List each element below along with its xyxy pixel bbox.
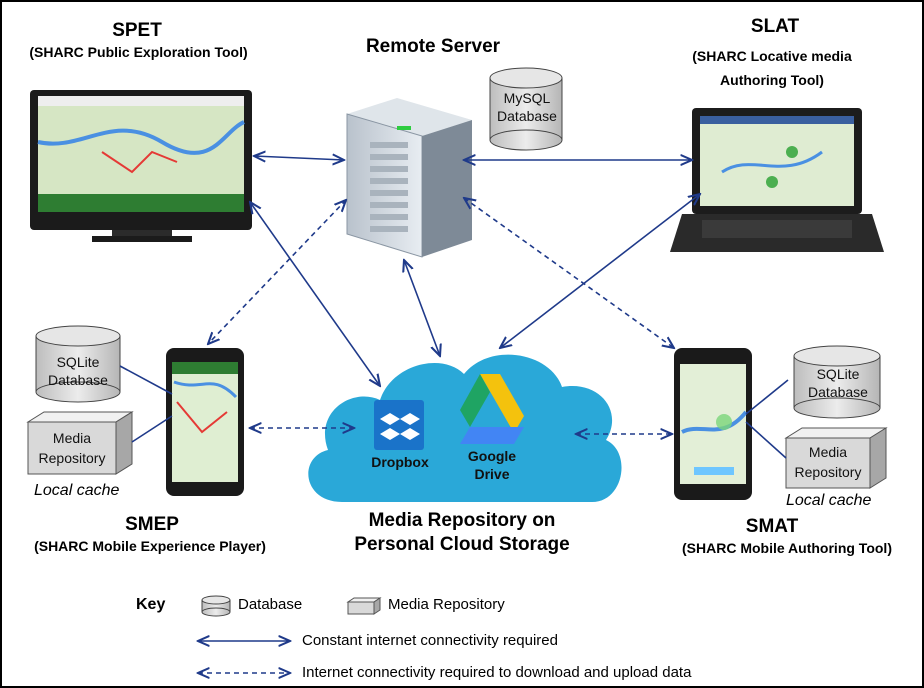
dashed-connectors — [208, 198, 674, 434]
spet-title: SPET — [112, 20, 162, 41]
phone-icon — [166, 348, 244, 496]
gdrive-label-2: Drive — [474, 466, 510, 482]
smat-db-line1: SQLite — [816, 366, 860, 382]
slat-subtitle-1: (SHARC Locative media — [692, 48, 852, 64]
mysql-db-line2: Database — [497, 108, 557, 124]
cloud-icon — [308, 354, 622, 502]
server-smep-arrow — [208, 200, 346, 344]
google-drive-icon — [460, 374, 524, 444]
dropbox-label: Dropbox — [371, 454, 429, 470]
media-box-icon — [784, 427, 888, 489]
smat-db-link — [745, 379, 789, 415]
smep-cache-label: Local cache — [34, 482, 120, 499]
cloud-caption-2: Personal Cloud Storage — [354, 534, 570, 555]
smat-repo-line2: Repository — [794, 464, 862, 480]
gdrive-label-1: Google — [467, 448, 517, 464]
key-label: Key — [136, 596, 166, 613]
key-media-icon — [346, 597, 382, 615]
smat-subtitle: (SHARC Mobile Authoring Tool) — [682, 540, 892, 556]
smep-db-line2: Database — [48, 372, 108, 388]
database-cylinder-icon — [35, 325, 121, 403]
server-cloud-arrow — [404, 260, 440, 356]
spet-server-arrow — [254, 156, 344, 160]
smep-repo-line2: Repository — [38, 450, 106, 466]
media-box-icon — [26, 411, 134, 475]
server-title: Remote Server — [365, 36, 501, 57]
smat-cache-label: Local cache — [786, 492, 872, 509]
smep-title: SMEP — [125, 514, 179, 535]
slat-subtitle-2: Authoring Tool) — [720, 72, 824, 88]
monitor-icon — [30, 90, 252, 242]
key-dashed-label: Internet connectivity required to downlo… — [302, 664, 692, 681]
key-database-label: Database — [238, 596, 303, 613]
key-database-icon — [201, 595, 231, 617]
mysql-db-line1: MySQL — [503, 90, 551, 106]
laptop-icon — [670, 108, 884, 252]
smat-repo-line1: Media — [808, 444, 848, 460]
spet-subtitle: (SHARC Public Exploration Tool) — [29, 44, 248, 60]
phone-icon — [674, 348, 752, 500]
server-tower-icon — [346, 98, 472, 258]
dropbox-icon — [374, 400, 424, 450]
key-solid-label: Constant internet connectivity required — [302, 632, 558, 649]
database-cylinder-icon — [489, 67, 563, 151]
database-cylinder-icon — [793, 345, 881, 419]
smep-repo-line1: Media — [52, 430, 92, 446]
slat-cloud-arrow — [500, 194, 700, 348]
smat-db-line2: Database — [808, 384, 868, 400]
smep-subtitle: (SHARC Mobile Experience Player) — [34, 538, 266, 554]
smat-title: SMAT — [745, 516, 799, 537]
key-media-label: Media Repository — [388, 596, 505, 613]
smep-db-link — [119, 365, 173, 395]
cloud-caption-1: Media Repository on — [368, 510, 556, 531]
server-smat-arrow — [464, 198, 674, 348]
smep-repo-link — [131, 415, 173, 443]
smat-repo-link — [745, 421, 787, 459]
slat-title: SLAT — [750, 16, 800, 37]
smep-db-line1: SQLite — [56, 354, 100, 370]
